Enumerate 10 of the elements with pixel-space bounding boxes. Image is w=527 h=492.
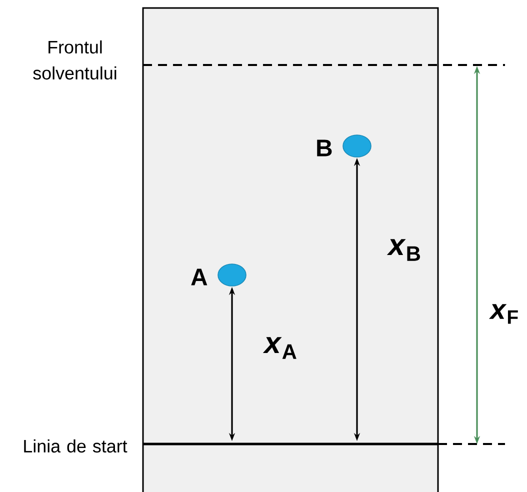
- distance-label: x$_{F}$: [488, 304, 518, 324]
- spot-label: B: [317, 140, 332, 156]
- side-label: Linia de start: [24, 439, 128, 453]
- distance-label: x$_{B}$: [386, 239, 420, 261]
- spot-label: A: [191, 268, 208, 286]
- side-label: Frontul solventului: [33, 40, 116, 80]
- distance-label: x$_{A}$: [262, 337, 296, 359]
- tlc-plate: [142, 7, 439, 492]
- spot: [342, 134, 372, 158]
- spot: [218, 264, 246, 286]
